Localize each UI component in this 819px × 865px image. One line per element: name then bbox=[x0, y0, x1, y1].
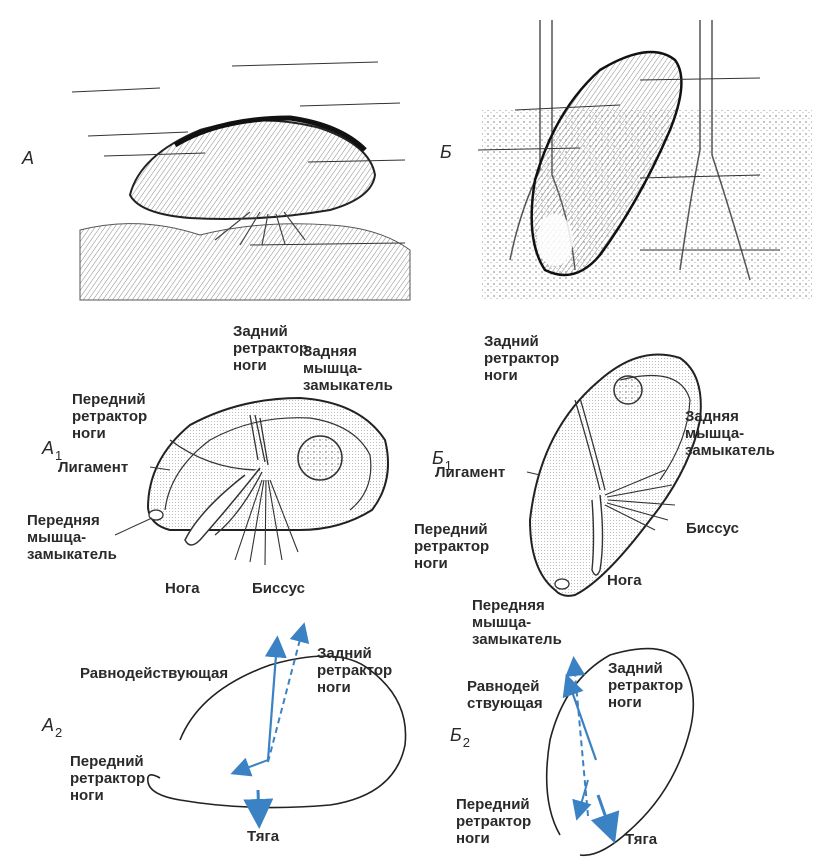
a1-byssus-label: Биссус bbox=[252, 580, 305, 597]
leader-a-3 bbox=[88, 132, 188, 136]
panel-label-b2: Б2 bbox=[450, 725, 469, 746]
b1-anterior-retractor-label: Передний ретрактор ноги bbox=[414, 521, 489, 572]
panel-b-illustration bbox=[478, 20, 812, 300]
anterior-retractor-arrow-a2 bbox=[236, 760, 268, 772]
panel-a-illustration bbox=[72, 62, 410, 300]
shell-a bbox=[130, 120, 375, 219]
shell-b-light bbox=[537, 214, 573, 266]
leader-a1-anterior-adductor bbox=[115, 518, 152, 535]
anterior-retractor-arrow-b2 bbox=[578, 780, 588, 815]
traction-arrow-b2 bbox=[598, 795, 612, 835]
outline-a2-tail bbox=[148, 775, 160, 782]
panel-a1-illustration bbox=[115, 398, 388, 565]
a2-traction-label: Тяга bbox=[247, 828, 279, 845]
traction-arrow-a2 bbox=[258, 790, 259, 820]
leader-a-5 bbox=[300, 103, 400, 106]
a1-posterior-retractor-label: Задний ретрактор ноги bbox=[233, 323, 308, 374]
posterior-retractor-arrow-b2 bbox=[574, 662, 588, 816]
posterior-adductor-a1 bbox=[298, 436, 342, 480]
a1-anterior-adductor-label: Передняя мышца- замыкатель bbox=[27, 512, 117, 563]
posterior-adductor-b1 bbox=[614, 376, 642, 404]
rock-a bbox=[80, 224, 410, 300]
b1-posterior-adductor-label: Задняя мышца- замыкатель bbox=[685, 408, 775, 459]
b1-anterior-adductor-label: Передняя мышца- замыкатель bbox=[472, 597, 562, 648]
foot-b1 bbox=[592, 495, 603, 575]
leader-a-2 bbox=[232, 62, 378, 66]
b2-traction-label: Тяга bbox=[625, 831, 657, 848]
a1-anterior-retractor-label: Передний ретрактор ноги bbox=[72, 391, 147, 442]
a1-posterior-adductor-label: Задняя мышца- замыкатель bbox=[303, 343, 393, 394]
b2-posterior-retractor-label: Задний ретрактор ноги bbox=[608, 660, 683, 711]
leader-a-1 bbox=[72, 88, 160, 92]
anterior-adductor-b1 bbox=[555, 579, 569, 589]
a1-foot-label: Нога bbox=[165, 580, 200, 597]
b1-ligament-label: Лигамент bbox=[435, 464, 505, 481]
a2-anterior-retractor-label: Передний ретрактор ноги bbox=[70, 753, 145, 804]
panel-label-a2: А2 bbox=[42, 715, 61, 736]
panel-label-b: Б bbox=[440, 142, 452, 163]
a2-resultant-label: Равнодействующая bbox=[80, 665, 228, 682]
panel-label-a1: А1 bbox=[42, 438, 61, 459]
b1-foot-label: Нога bbox=[607, 572, 642, 589]
b2-resultant-label: Равнодей ствующая bbox=[467, 678, 543, 712]
panel-b1-illustration bbox=[527, 354, 701, 595]
b2-anterior-retractor-label: Передний ретрактор ноги bbox=[456, 796, 531, 847]
b1-posterior-retractor-label: Задний ретрактор ноги bbox=[484, 333, 559, 384]
a2-posterior-retractor-label: Задний ретрактор ноги bbox=[317, 645, 392, 696]
leader-b1-ligament bbox=[527, 472, 540, 475]
resultant-arrow-b2 bbox=[568, 680, 596, 760]
a1-ligament-label: Лигамент bbox=[58, 459, 128, 476]
b1-byssus-label: Биссус bbox=[686, 520, 739, 537]
panel-label-a: А bbox=[22, 148, 34, 169]
